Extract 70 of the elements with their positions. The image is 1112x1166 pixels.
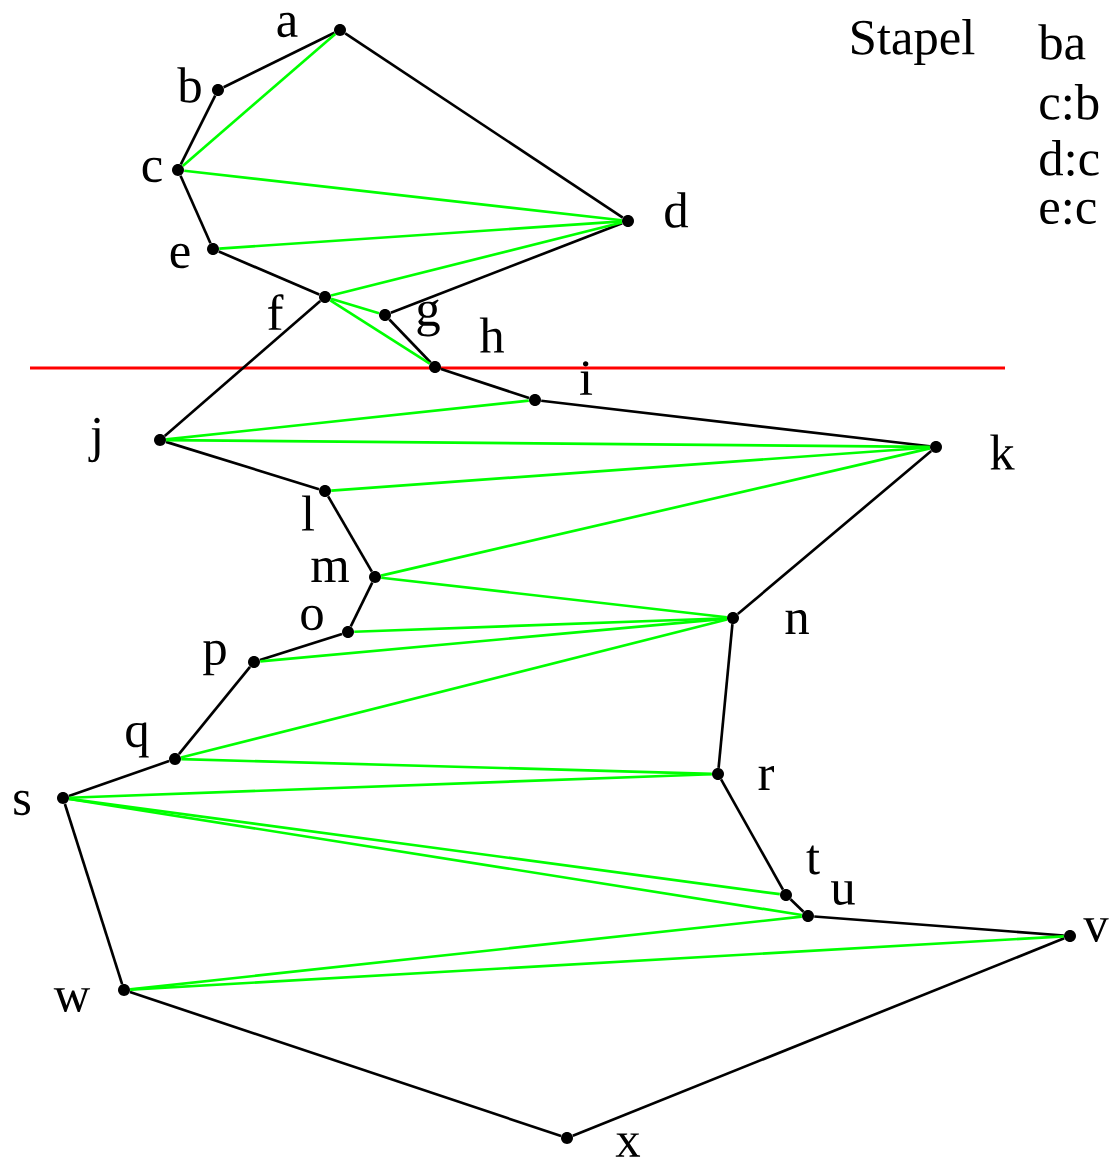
diagonal-line <box>181 33 337 167</box>
polygon-edge <box>814 915 1064 937</box>
vertex-label: p <box>203 640 226 676</box>
polygon-edge <box>63 803 124 985</box>
diagonal-line <box>330 297 380 315</box>
polygon-edge <box>344 32 624 219</box>
polygon-edge <box>223 31 335 89</box>
polygon-edge <box>717 624 734 768</box>
polygon-edge <box>327 495 373 573</box>
polygon-edge <box>179 95 217 165</box>
stack-entry: c:b <box>1040 84 1099 120</box>
vertex-label: c <box>142 157 162 183</box>
polygon-edge <box>789 898 805 913</box>
diagonal-line <box>219 220 622 250</box>
polygon-edge <box>390 222 623 314</box>
vertex-label: h <box>479 317 504 353</box>
vertex-label: w <box>53 988 91 1012</box>
stack-entry: ba <box>1038 24 1086 60</box>
stack-entry: e:c <box>1040 199 1096 225</box>
polygon-edge <box>218 250 320 296</box>
polygon-edge <box>177 666 252 755</box>
diagonal-line <box>329 299 431 365</box>
vertex-label: o <box>301 605 323 631</box>
polygon-edge <box>68 759 170 798</box>
diagonal-line <box>180 618 728 759</box>
polygon-edge <box>440 367 530 400</box>
vertex-label: x <box>615 1133 641 1157</box>
polygon-edge <box>349 582 374 627</box>
diagonal-line <box>260 617 727 663</box>
diagonal-line <box>181 757 712 776</box>
stack-entry: d:c <box>1040 140 1099 176</box>
polygon-edge <box>572 937 1065 1137</box>
vertex-label: u <box>831 881 855 905</box>
polygon-edge <box>129 990 562 1138</box>
vertex-label: b <box>177 67 201 103</box>
diagonal-line <box>184 169 622 222</box>
vertex-label: q <box>126 722 149 758</box>
vertex-label: v <box>1083 918 1109 942</box>
diagonal-line <box>354 616 727 634</box>
vertex-label: r <box>758 766 774 790</box>
polygon-edge <box>179 175 212 244</box>
vertex-label: e <box>170 243 190 269</box>
diagonal-line <box>331 446 930 492</box>
diagonal-line <box>380 447 931 577</box>
polygon-edge <box>165 440 320 491</box>
vertex-label: n <box>785 610 809 634</box>
polygon-edge <box>736 450 933 615</box>
diagonal-line <box>69 772 712 800</box>
diagonal-line <box>130 935 1064 991</box>
diagonal-line <box>166 399 529 441</box>
diagonal-line <box>330 221 623 297</box>
vertex-label: k <box>990 434 1015 470</box>
diagonal-line <box>381 576 727 619</box>
diagonal-line <box>68 797 802 917</box>
vertex-label: f <box>268 294 284 330</box>
polygon-edge <box>719 778 785 891</box>
vertex-label: d <box>665 192 689 228</box>
vertex-label: m <box>311 558 349 582</box>
stack-heading: Stapel <box>852 19 975 65</box>
vertex-label: l <box>302 495 315 531</box>
vertex-label: t <box>806 845 820 875</box>
vertex-label: g <box>417 299 440 337</box>
polygon-edge <box>541 399 930 448</box>
polygon-edge <box>163 300 322 437</box>
polygon-edge <box>388 318 432 364</box>
vertex-label: a <box>277 12 298 38</box>
vertex-label: i <box>580 361 593 395</box>
polygon-edge <box>259 632 343 662</box>
vertex-label: j <box>88 417 100 463</box>
vertex-label: s <box>14 790 30 816</box>
